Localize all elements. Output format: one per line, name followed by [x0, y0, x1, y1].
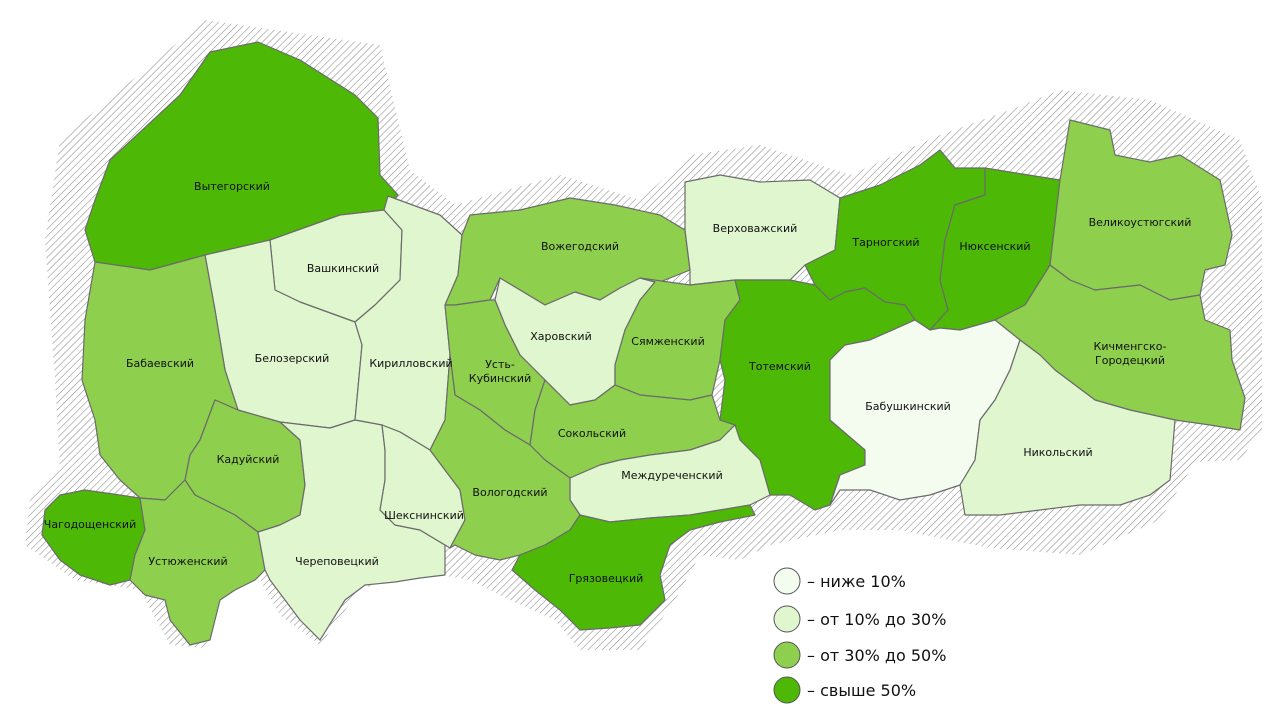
label-totemsky: Тотемский	[748, 360, 811, 373]
label-ust-kubinsky: Усть-Кубинский	[469, 358, 531, 385]
label-babushkinsky: Бабушкинский	[865, 400, 951, 413]
label-sokolsky: Сокольский	[558, 427, 626, 440]
label-belozersky: Белозерский	[255, 352, 330, 365]
district-nikolsky	[959, 339, 1176, 516]
district-gryazovetsky	[511, 504, 756, 631]
label-vozhegodsky: Вожегодский	[541, 240, 619, 253]
label-kaduysky: Кадуйский	[217, 453, 280, 466]
legend-label-gt50: – свыше 50%	[807, 681, 916, 700]
label-kirillovsky: Кирилловский	[369, 357, 452, 370]
label-velikoustyugsky: Великоустюгский	[1089, 216, 1192, 229]
label-kichmengsko: Кичменгско-Городецкий	[1094, 340, 1167, 367]
legend: – ниже 10% – от 10% до 30% – от 30% до 5…	[773, 567, 946, 704]
label-vytegorsky: Вытегорский	[194, 180, 270, 193]
legend-label-lt10: – ниже 10%	[807, 572, 906, 591]
label-babaevsky: Бабаевский	[126, 357, 194, 370]
label-gryazovetsky: Грязовецкий	[569, 572, 644, 585]
district-verkhovazhsky	[684, 174, 841, 286]
district-ustyuzhensky	[129, 479, 266, 646]
label-vologodsky: Вологодский	[472, 486, 547, 499]
label-sheksninsky: Шекснинский	[384, 509, 464, 522]
district-chagodoshchensky	[41, 489, 146, 586]
legend-swatch-30to50	[773, 641, 801, 669]
label-vashkinsky: Вашкинский	[307, 262, 379, 275]
label-verkhovazhsky: Верховажский	[713, 222, 798, 235]
label-kharovsky: Харовский	[530, 330, 591, 343]
label-mezhdurechensky: Междуреченский	[621, 469, 722, 482]
legend-swatch-10to30	[773, 605, 801, 633]
label-tarnogsky: Тарногский	[851, 236, 919, 249]
legend-label-10to30: – от 10% до 30%	[807, 610, 946, 629]
label-nikolsky: Никольский	[1023, 446, 1092, 459]
label-cherepovetsky: Череповецкий	[295, 555, 379, 568]
legend-swatch-lt10	[773, 567, 801, 595]
label-syamzhensky: Сямженский	[631, 335, 704, 348]
label-ustyuzhensky: Устюженский	[148, 555, 227, 568]
legend-swatch-gt50	[773, 676, 801, 704]
legend-label-30to50: – от 30% до 50%	[807, 646, 946, 665]
label-nyuksensky: Нюксенский	[959, 240, 1030, 253]
label-chagodoshchensky: Чагодощенский	[44, 518, 136, 531]
